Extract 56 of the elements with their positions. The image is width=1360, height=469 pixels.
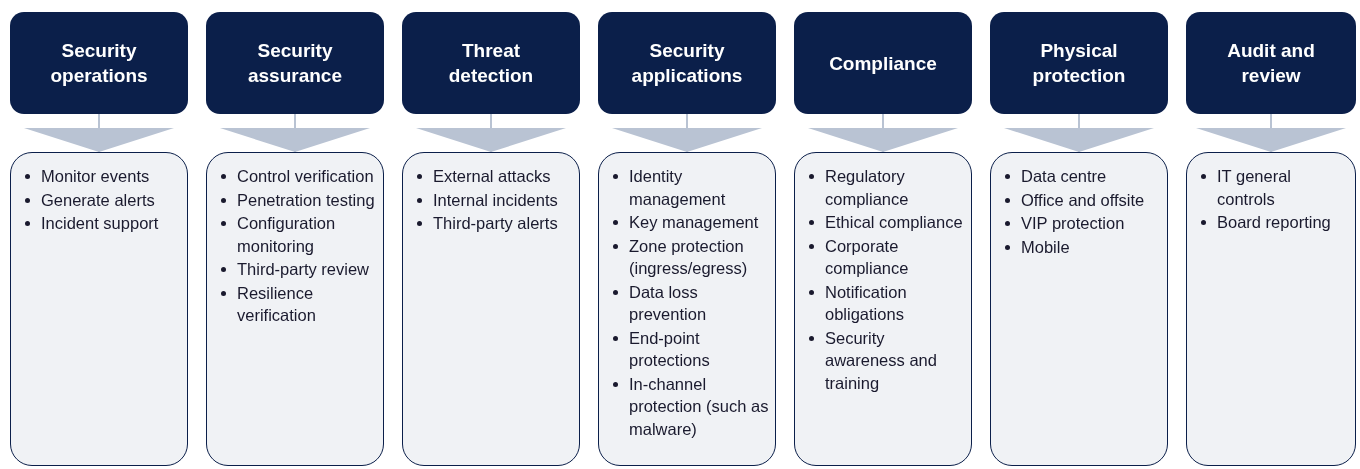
- list-panel: [206, 152, 384, 466]
- header-title: Security assurance: [247, 39, 343, 88]
- header-title: Audit and review: [1226, 39, 1316, 88]
- list-item: Third-party alerts: [433, 213, 558, 234]
- chevron-arrow: [220, 113, 370, 153]
- list-item: Penetration testing: [237, 189, 375, 211]
- list-item: Security awareness and training: [825, 327, 938, 394]
- list-item: End-point protections: [629, 327, 711, 371]
- category-header: [402, 12, 580, 114]
- list-item: Key management: [629, 212, 759, 233]
- list-panel: [598, 152, 776, 466]
- chevron-arrow: [1196, 113, 1346, 153]
- header-title: Physical protection: [1031, 39, 1127, 88]
- list-item: External attacks: [433, 166, 551, 187]
- list-item: Zone protection (ingress/egress): [629, 235, 749, 279]
- list-item: Mobile: [1021, 236, 1070, 258]
- header-title: Security operations: [49, 39, 149, 88]
- list-panel: [990, 152, 1168, 466]
- list-item: Monitor events: [41, 166, 150, 187]
- chevron-arrow: [416, 113, 566, 153]
- chevron-arrow: [24, 113, 174, 153]
- list-item: Third-party review: [237, 259, 370, 280]
- list-item: Notification obligations: [825, 281, 908, 325]
- list-item: Internal incidents: [433, 189, 558, 211]
- list-item: Board reporting: [1217, 212, 1331, 233]
- category-header: [990, 12, 1168, 114]
- list-item: VIP protection: [1021, 213, 1125, 234]
- list-item: Regulatory compliance: [825, 166, 910, 210]
- list-item: Data centre: [1021, 166, 1107, 187]
- category-header: [1186, 12, 1356, 114]
- list-item: Ethical compliance: [825, 212, 963, 233]
- category-header: [206, 12, 384, 114]
- list-panel: [794, 152, 972, 466]
- list-item: Control verification: [237, 166, 374, 187]
- list-item: Incident support: [41, 213, 159, 234]
- list-panel: [402, 152, 580, 466]
- list-panel: [10, 152, 188, 466]
- header-title: Compliance: [829, 51, 937, 76]
- list-item: Office and offsite: [1021, 189, 1145, 211]
- list-item: Data loss prevention: [629, 281, 708, 325]
- list-item: IT general controls: [1217, 166, 1292, 210]
- chevron-arrow: [1004, 113, 1154, 153]
- list-item: Identity management: [629, 166, 727, 210]
- list-panel: [1186, 152, 1356, 466]
- list-item: Generate alerts: [41, 189, 155, 211]
- header-title: Threat detection: [447, 39, 535, 88]
- chevron-arrow: [612, 113, 762, 153]
- chevron-arrow: [808, 113, 958, 153]
- category-header: [794, 12, 972, 114]
- header-title: Security applications: [630, 39, 744, 88]
- list-item: Configuration monitoring: [237, 213, 337, 257]
- category-header: [598, 12, 776, 114]
- list-item: In-channel protection (such as malware): [629, 373, 770, 440]
- category-header: [10, 12, 188, 114]
- list-item: Resilience verification: [237, 282, 317, 326]
- list-item: Corporate compliance: [825, 235, 910, 279]
